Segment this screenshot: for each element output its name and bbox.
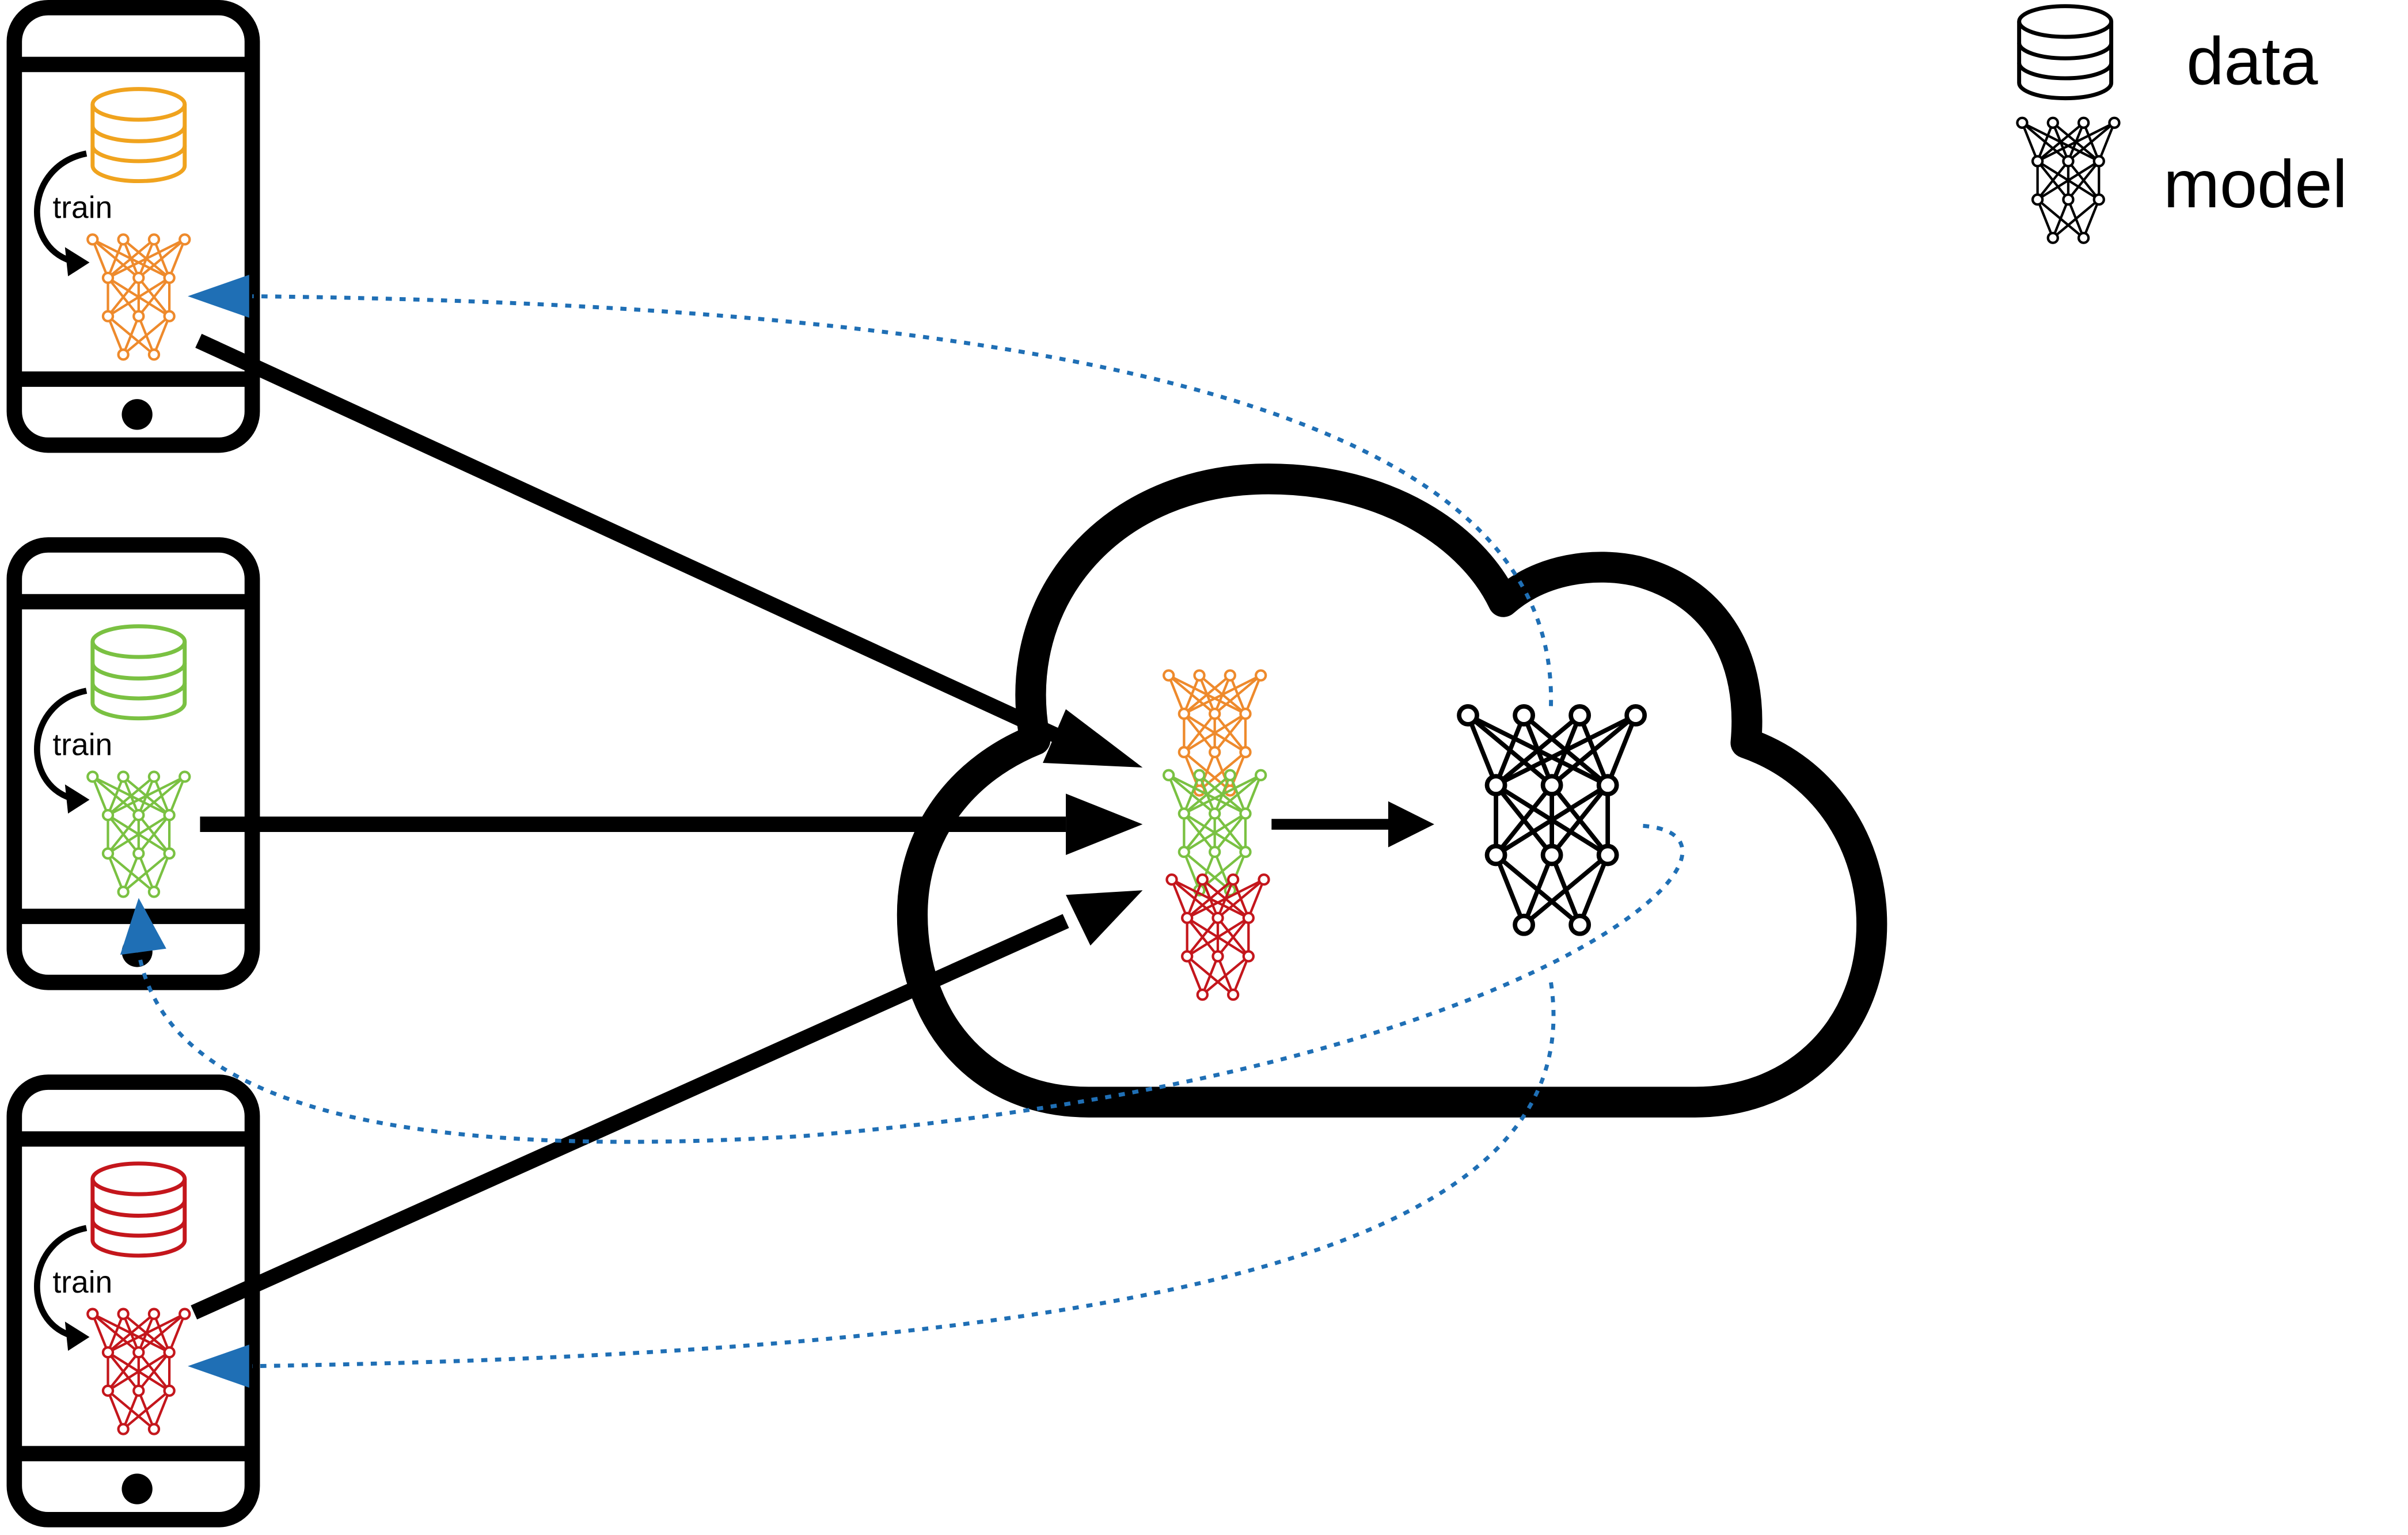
broadcast-arrowhead-device-1 — [188, 275, 249, 318]
legend-model-label: model — [2163, 146, 2347, 222]
legend-data-label: data — [2186, 24, 2318, 99]
database-icon — [2019, 6, 2111, 98]
neural-network-icon — [2017, 118, 2119, 243]
broadcast-arrowhead-device-2 — [120, 898, 166, 955]
legend: data model — [2017, 6, 2348, 243]
stacked-models — [1164, 671, 1268, 1000]
broadcast-arrows — [136, 294, 1685, 1369]
upload-arrows — [191, 333, 1143, 1320]
broadcast-arrowheads — [120, 275, 249, 1388]
upload-arrow-device-3 — [191, 890, 1143, 1320]
broadcast-arrowhead-device-3 — [188, 1344, 249, 1388]
train-label: train — [53, 728, 113, 762]
train-label: train — [53, 191, 113, 225]
global-model-icon — [1459, 706, 1644, 934]
cloud-icon — [897, 463, 1887, 1118]
neural-network-icon — [1167, 875, 1268, 1000]
device-2-phone: train — [14, 545, 252, 982]
upload-arrow-device-2 — [200, 793, 1143, 855]
device-1-phone: train — [14, 7, 252, 445]
upload-arrow-device-1 — [195, 333, 1143, 768]
neural-network-icon — [1164, 770, 1266, 895]
neural-network-icon — [1164, 671, 1266, 796]
broadcast-path-device-2 — [136, 823, 1685, 1144]
device-3-phone: train — [14, 1082, 252, 1520]
train-label: train — [53, 1266, 113, 1300]
aggregate-arrow — [1271, 801, 1434, 848]
broadcast-path-device-3 — [252, 982, 1556, 1369]
